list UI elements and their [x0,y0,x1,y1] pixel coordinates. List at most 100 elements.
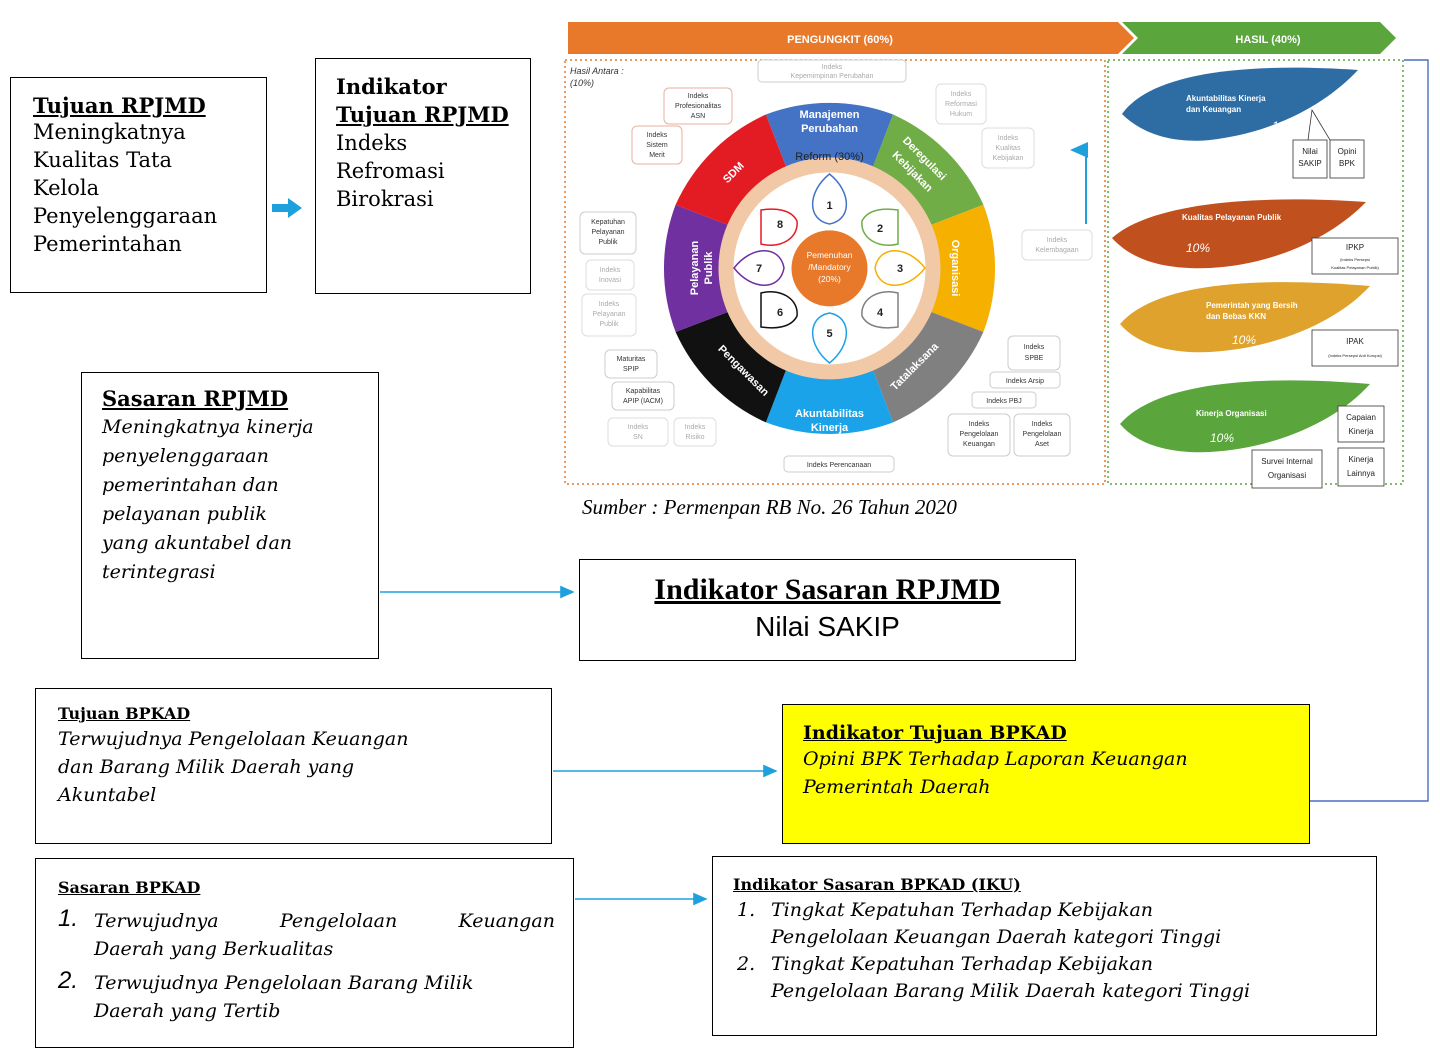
side-label-text: Sistem [646,142,668,149]
side-label-text: Aset [1035,441,1049,448]
indikator-tujuan-rpjmd-text: Indeks Refromasi Birokrasi [336,129,530,213]
side-label-text: Indeks [822,64,843,71]
hasil-antara-label: Hasil Antara : [570,66,624,76]
tujuan-bpkad-box: Tujuan BPKAD Terwujudnya Pengelolaan Keu… [35,688,552,844]
side-label-text: Keuangan [963,441,995,448]
side-label-text: Indeks [599,301,620,308]
side-label-text: Kepatuhan [591,219,625,226]
text-line: Opini BPK Terhadap Laporan Keuangan [803,748,1188,770]
text-line: Meningkatnya kinerja [102,416,314,438]
side-label-text: Indeks [969,421,990,428]
sasaran-bpkad-title: Sasaran BPKAD [58,878,201,897]
item-number: 2. [737,953,756,975]
petal-number: 4 [877,307,884,319]
side-labels: Indeks Kepemimpinan Perubahan Indeks Pro… [579,59,1093,473]
segment-label: Perubahan [801,123,858,135]
indikator-sasaran-rpjmd-title: Indikator Sasaran RPJMD [654,573,1001,606]
item-line: Terwujudnya Pengelolaan Barang Milik [94,972,474,994]
sasaran-bpkad-item: 2. Terwujudnya Pengelolaan Barang Milik … [58,967,555,1025]
side-label-text: Indeks [628,424,649,431]
segment-pelayanan-publik [663,204,739,332]
indikator-sasaran-bpkad-item: 1. Tingkat Kepatuhan Terhadap Kebijakan … [733,897,1376,951]
leaf-text: IPKP [1346,243,1364,252]
petal-7 [733,250,785,286]
side-label-text: SPIP [623,366,639,373]
side-label-text: Indeks [688,93,709,100]
arrow-tujuan-to-indikator [272,198,302,218]
side-label-text: Maturitas [617,356,646,363]
leaf-text: 10% [1232,333,1256,347]
sasaran-bpkad-item: 1. Terwujudnya Pengelolaan Keuangan Daer… [58,905,555,963]
item-number: 2. [58,967,79,994]
side-label-text: Pengelolaan [960,431,999,438]
petals [733,173,926,364]
text-line: Pemerintahan [33,232,182,256]
side-label-text: SPBE [1025,355,1044,362]
segment-label: Publik [703,251,715,285]
text-line: dan Barang Milik Daerah yang [58,756,355,778]
reform-label: Reform (30%) [795,151,863,163]
segment-label: Manajemen [800,109,860,121]
segment-label: Kinerja [811,422,849,434]
segment-deregulasi [868,114,984,230]
text-line: Indeks [336,131,408,155]
leaf-text: Organisasi [1268,471,1306,480]
text-line: pelayanan publik [102,503,267,525]
segment-akuntabilitas [765,359,894,435]
side-label-text: Indeks [951,91,972,98]
petal-number: 5 [826,328,832,340]
center-circle [791,230,868,307]
side-label-text: ASN [691,113,705,120]
indikator-sasaran-rpjmd-value: Nilai SAKIP [755,611,900,642]
leaf-akuntabilitas: Akuntabilitas Kinerja dan Keuangan 10% N… [1122,67,1365,179]
banner-hasil: HASIL (40%) [1122,22,1396,54]
segment-sdm [675,114,791,230]
leaf-text: dan Bebas KKN [1206,312,1266,321]
hasil-antara-pct: (10%) [570,78,594,88]
text-line: Penyelenggaraan [33,204,218,228]
indikator-tujuan-bpkad-box: Indikator Tujuan BPKAD Opini BPK Terhada… [782,704,1310,844]
side-label-text: Risiko [685,434,704,441]
indikator-sasaran-bpkad-title: Indikator Sasaran BPKAD (IKU) [733,875,1021,894]
text-line: pemerintahan dan [102,474,279,496]
leaf-text: Akuntabilitas Kinerja [1186,94,1266,103]
text-line: Refromasi [336,159,445,183]
side-label-text: Reformasi [945,101,977,108]
leaf-text: Survei Internal [1261,457,1313,466]
reform-figure: PENGUNGKIT (60%) HASIL (40%) Hasil Antar… [564,22,1404,489]
banner-pengungkit: PENGUNGKIT (60%) [568,22,1134,54]
text-line: Terwujudnya Pengelolaan Keuangan [58,728,409,750]
leaf-text: Pemerintah yang Bersih [1206,301,1298,310]
source-note: Sumber : Permenpan RB No. 26 Tahun 2020 [582,495,957,519]
tujuan-rpjmd-title: Tujuan RPJMD [33,93,206,118]
sasaran-bpkad-box: Sasaran BPKAD 1. Terwujudnya Pengelolaan… [35,858,574,1048]
leaf-text: Kinerja [1349,427,1374,436]
petal-4 [861,291,899,329]
petal-number: 6 [777,307,783,319]
side-label-text: SN [633,434,643,441]
side-label-text: Indeks Perencanaan [807,462,871,469]
segment-manajemen-perubahan [765,102,894,178]
side-label-text: Indeks [1032,421,1053,428]
text-line: Kualitas Tata [33,148,172,172]
petal-number: 1 [826,200,832,212]
leaf-text: Kinerja [1349,455,1374,464]
center-line: /Mandatory [808,262,851,272]
indikator-tujuan-bpkad-text: Opini BPK Terhadap Laporan Keuangan Peme… [803,745,1309,801]
leaf-text: IPAK [1346,337,1364,346]
leaf-bersih: Pemerintah yang Bersih dan Bebas KKN 10%… [1120,282,1399,367]
item-line: Daerah yang Berkualitas [94,938,334,960]
leaf-text: 10% [1186,241,1210,255]
side-label-text: Kebijakan [993,155,1024,162]
side-label-text: Kepemimpinan Perubahan [791,73,874,80]
segment-label: Organisasi [949,240,961,297]
indikator-sasaran-rpjmd-box: Indikator Sasaran RPJMD Nilai SAKIP [579,559,1076,661]
side-label-text: Indeks [1047,237,1068,244]
leaf-text: dan Keuangan [1186,105,1241,114]
leaf-text: Lainnya [1347,469,1376,478]
item-line: Pengelolaan Keuangan Daerah kategori Tin… [771,926,1222,948]
leaf-text: Kinerja Organisasi [1196,409,1267,418]
petal-1 [812,173,847,225]
leaf-text: SAKIP [1298,159,1322,168]
side-label-text: Profesionalitas [675,103,721,110]
